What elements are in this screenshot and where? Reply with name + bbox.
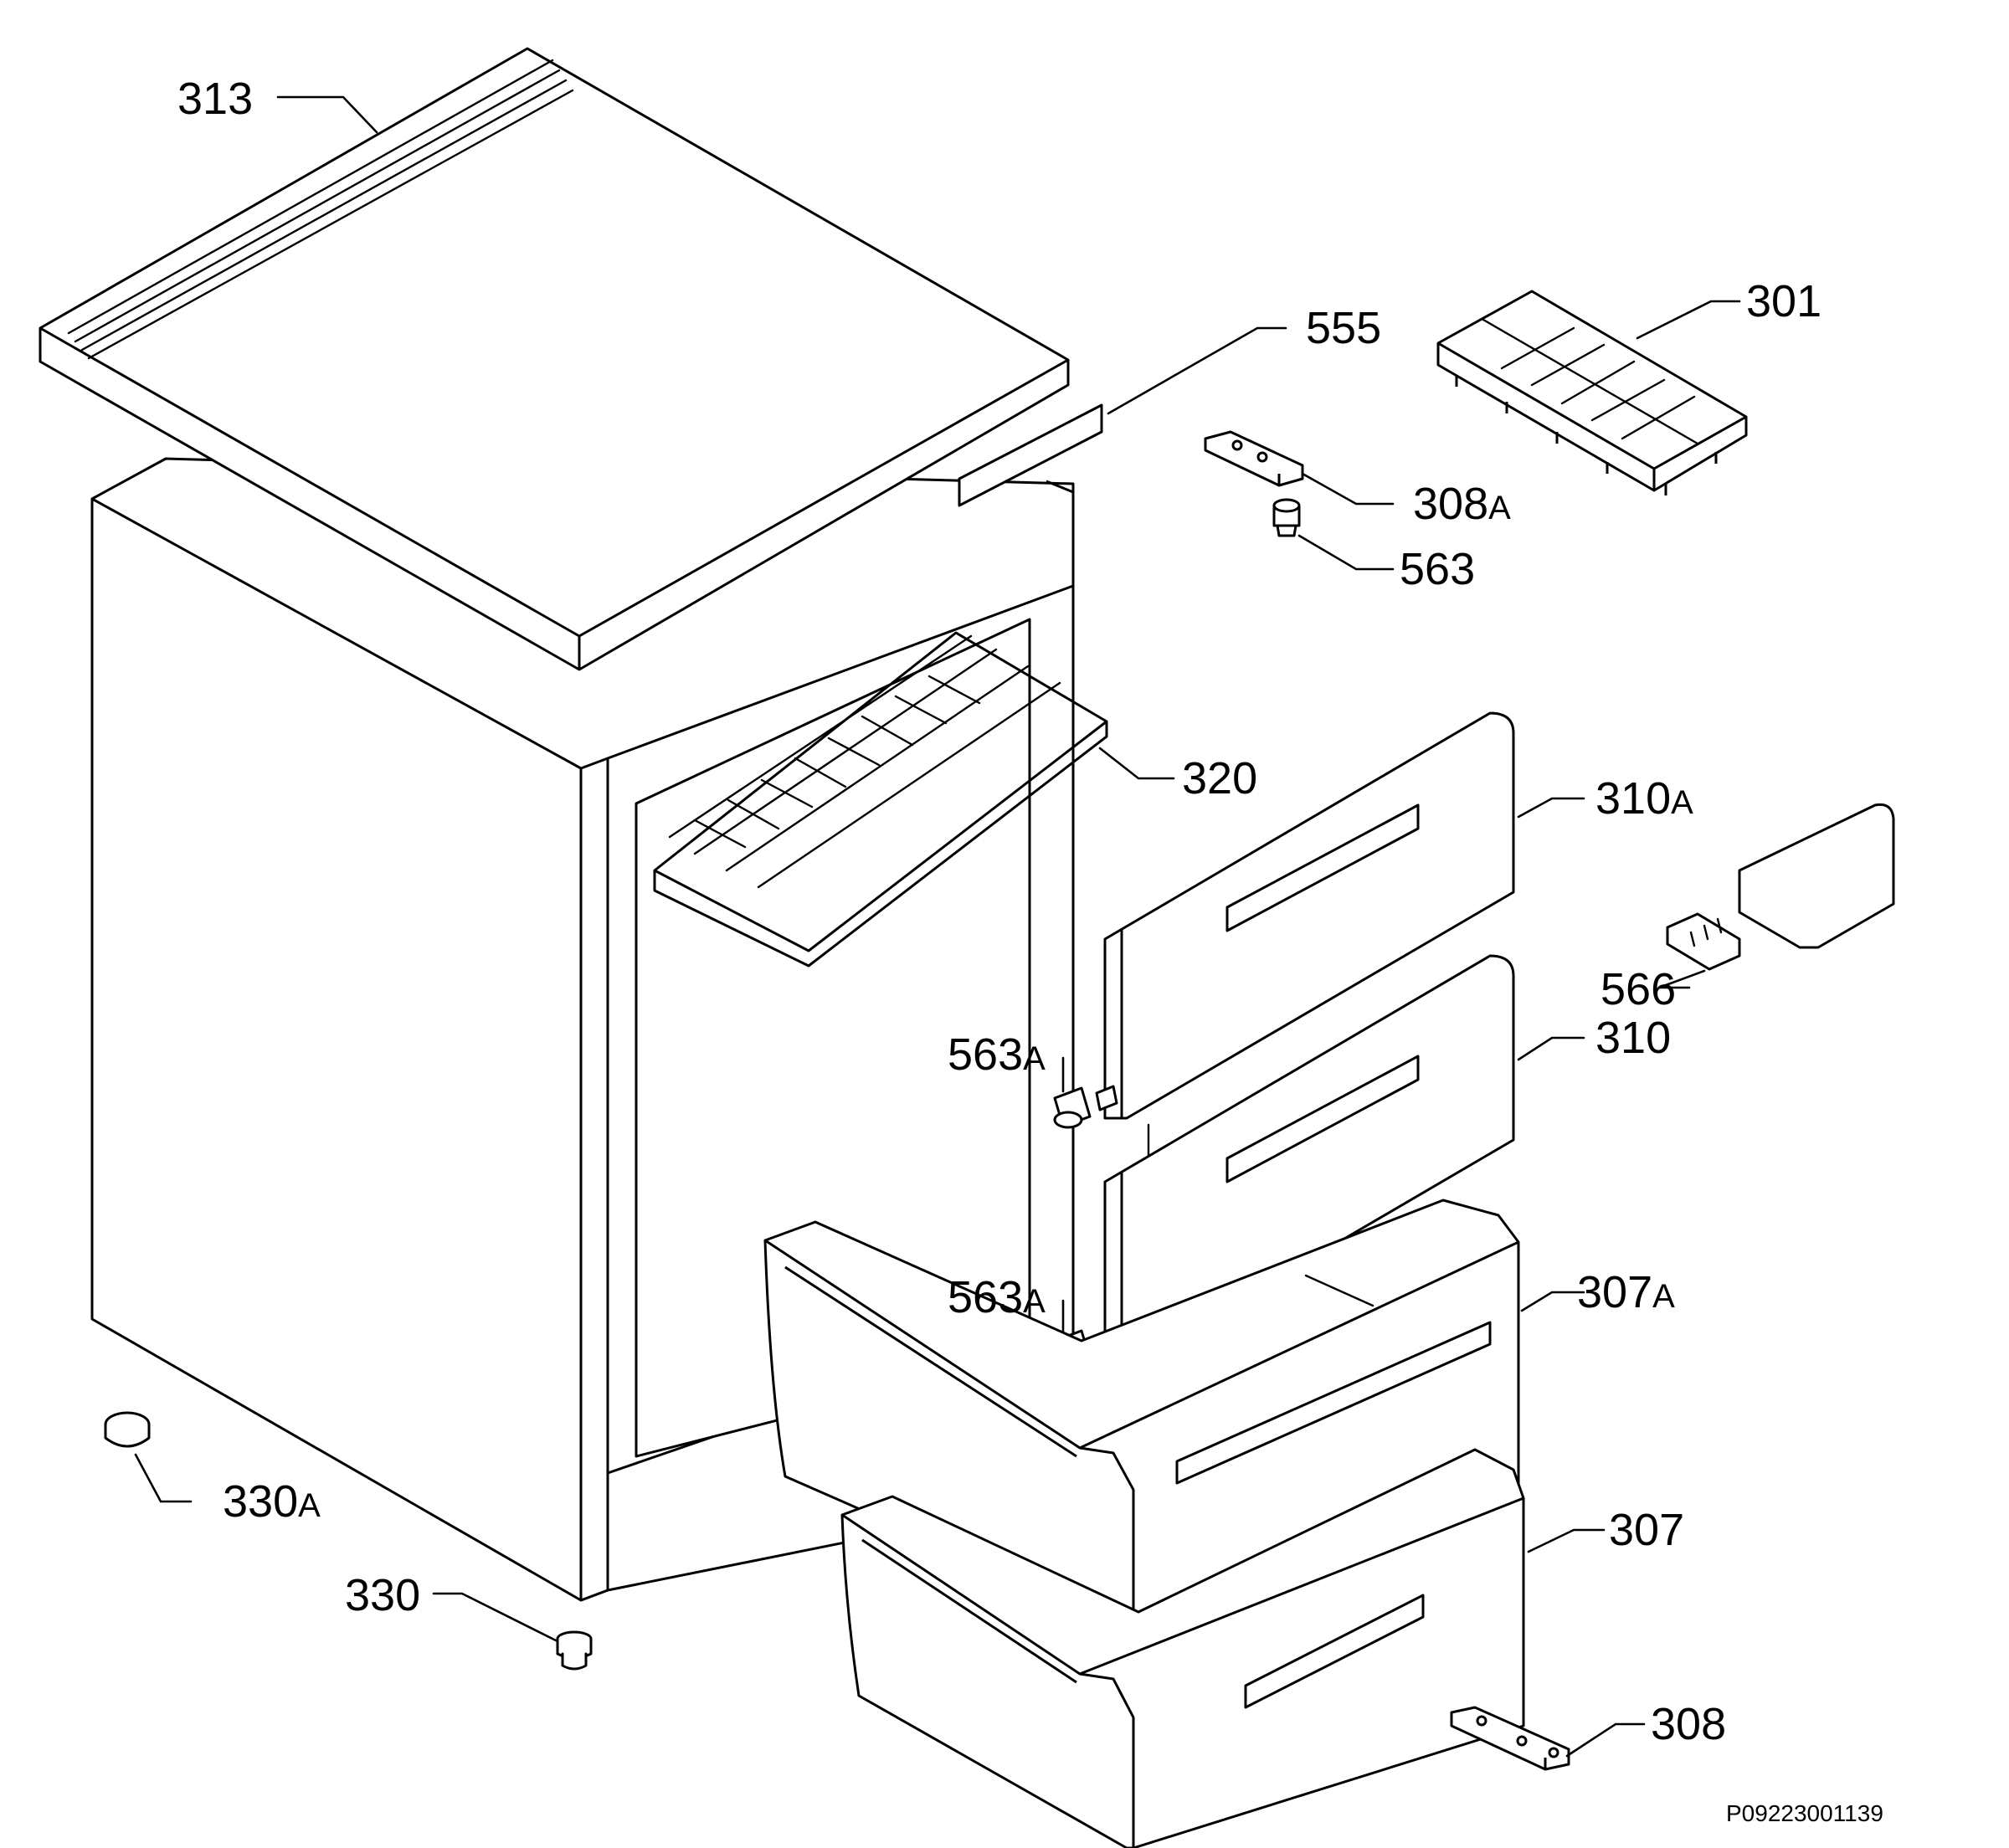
label-307: 307: [1609, 1505, 1684, 1555]
part-320-wire-shelf: [653, 631, 1108, 968]
part-301-ice-tray: [1436, 290, 1748, 495]
label-308a: 308A: [1413, 479, 1511, 529]
part-330-foot-screw: [556, 1630, 593, 1671]
label-330: 330: [345, 1570, 420, 1620]
part-555-strip: [958, 403, 1103, 507]
part-566-scraper: [1666, 803, 1895, 971]
part-308a-hinge: [1204, 430, 1304, 487]
part-labels: 313 555 301 308A 563 320 310A 566 563A 3…: [177, 74, 1883, 1826]
part-307-drawer: [840, 1448, 1525, 1848]
label-310: 310: [1595, 1013, 1671, 1063]
label-307a: 307A: [1577, 1267, 1675, 1317]
drawing-code: P09223001139: [1726, 1800, 1883, 1826]
label-313: 313: [177, 74, 253, 124]
label-563a-lower: 563A: [948, 1272, 1046, 1322]
label-555: 555: [1306, 303, 1381, 353]
part-307a-drawer: [763, 1199, 1520, 1622]
label-563: 563: [1400, 544, 1475, 594]
label-310a: 310A: [1595, 773, 1693, 824]
part-313-lid: [39, 47, 1070, 671]
label-563a-upper: 563A: [948, 1029, 1046, 1080]
label-566: 566: [1601, 964, 1676, 1014]
leader-lines: [134, 95, 1741, 1758]
part-563a-pins-upper: [1053, 1085, 1118, 1129]
part-308-hinge: [1450, 1706, 1570, 1771]
label-301: 301: [1746, 276, 1821, 326]
label-330a: 330A: [223, 1476, 321, 1527]
label-320: 320: [1182, 753, 1257, 803]
part-563-screw: [1272, 498, 1301, 537]
label-308: 308: [1651, 1699, 1726, 1749]
part-330a-foot: [104, 1411, 151, 1448]
part-310a-drawer-front: [1103, 711, 1515, 1120]
